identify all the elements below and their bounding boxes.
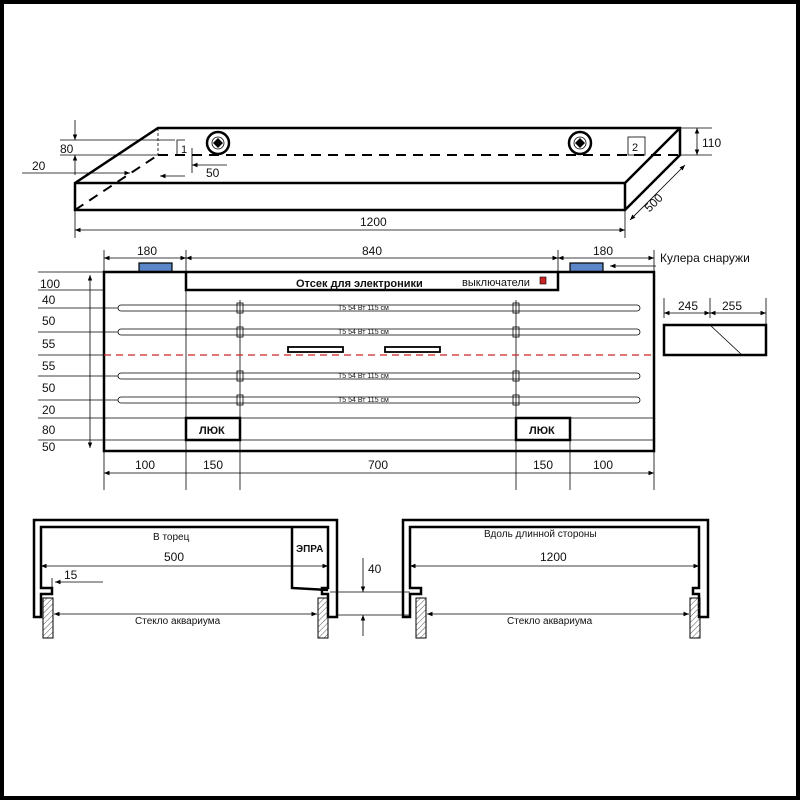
dim-500: 500: [164, 550, 184, 564]
dim-top-180-right: 180: [593, 244, 613, 258]
dim-top-840: 840: [362, 244, 382, 258]
dim-40: 40: [368, 562, 382, 576]
side-detail: 245 255: [662, 298, 768, 357]
dim-bottom: 700: [368, 458, 388, 472]
cover-profile: [32, 518, 339, 619]
ballast-label: ЭПРА: [296, 544, 323, 555]
dim-15: 15: [64, 568, 78, 582]
glass-left: [42, 597, 54, 639]
row-dim: 55: [42, 337, 56, 351]
fan-icon: [567, 130, 593, 156]
glass-right: [317, 597, 329, 639]
lamp-tube: T5 54 Вт 115 см: [117, 326, 641, 338]
section-title: Вдоль длинной стороны: [484, 529, 597, 540]
svg-text:T5 54 Вт 115 см: T5 54 Вт 115 см: [338, 329, 389, 336]
ballast-slot: [384, 346, 441, 353]
marker-1: 1: [181, 144, 187, 156]
glass-label: Стекло аквариума: [135, 616, 221, 627]
glass-label: Стекло аквариума: [507, 616, 593, 627]
glass-right: [689, 597, 701, 639]
row-dim: 50: [42, 381, 56, 395]
dim-bottom: 100: [593, 458, 613, 472]
cover-plan-outline: [102, 270, 656, 453]
dim-1200: 1200: [360, 215, 387, 229]
gap-dimension: 40: [330, 558, 410, 636]
row-dim: 80: [42, 423, 56, 437]
dim-20: 20: [32, 159, 46, 173]
marker-2: 2: [632, 142, 638, 154]
lamp-tube: T5 54 Вт 115 см: [117, 302, 641, 314]
dim-500: 500: [642, 191, 666, 215]
svg-text:T5 54 Вт 115 см: T5 54 Вт 115 см: [338, 373, 389, 380]
fan-icon: [205, 130, 231, 156]
ballast-compartment: [290, 527, 329, 592]
svg-text:T5 54 Вт 115 см: T5 54 Вт 115 см: [338, 305, 389, 312]
hatch-label: ЛЮК: [529, 425, 555, 437]
cover-profile: [401, 518, 710, 619]
marker-1-bracket: [176, 139, 185, 155]
dim-110: 110: [702, 136, 721, 150]
row-dim: 100: [40, 277, 60, 291]
dim-255: 255: [722, 299, 742, 313]
fans-label: Кулера снаружи: [660, 251, 750, 265]
dim-80: 80: [60, 142, 74, 156]
marker-2-box: [627, 136, 646, 156]
hatch-left: [184, 416, 242, 442]
lamp-tube: T5 54 Вт 115 см: [117, 370, 641, 382]
electronics-compartment: [184, 272, 560, 292]
row-dim: 40: [42, 293, 56, 307]
lamp-tube: T5 54 Вт 115 см: [117, 394, 641, 406]
dim-1200: 1200: [540, 550, 567, 564]
dim-bottom: 150: [203, 458, 223, 472]
svg-text:T5 54 Вт 115 см: T5 54 Вт 115 см: [338, 397, 389, 404]
hatch-right: [514, 416, 572, 442]
dim-245: 245: [678, 299, 698, 313]
dim-bottom: 100: [135, 458, 155, 472]
side-profile: [662, 323, 768, 357]
hatch-label: ЛЮК: [199, 425, 225, 437]
section-long: Вдоль длинной стороны 1200 Стекло аквари…: [401, 518, 710, 639]
switch-indicator: [539, 276, 547, 285]
plan-view: 180 840 180 Кулера снаружи Отсек для эле…: [38, 244, 750, 490]
row-dim: 50: [42, 440, 56, 454]
dim-bottom: 150: [533, 458, 553, 472]
isometric-view: 1 2 80 20 50 110 500 1200: [22, 120, 721, 238]
dim-top-180-left: 180: [137, 244, 157, 258]
section-end: ЭПРА В торец 500 15 Стекло аквариума: [32, 518, 339, 639]
electronics-label: Отсек для электроники: [296, 278, 423, 290]
row-dim: 20: [42, 403, 56, 417]
hidden-edges: [74, 154, 680, 211]
section-title: В торец: [153, 532, 190, 543]
row-dim: 50: [42, 314, 56, 328]
ballast-slot: [287, 346, 344, 353]
row-dim: 55: [42, 359, 56, 373]
switches-label: выключатели: [462, 277, 530, 289]
glass-left: [415, 597, 427, 639]
dim-50: 50: [206, 166, 220, 180]
fan-left: [138, 262, 173, 273]
fan-right: [569, 262, 604, 273]
